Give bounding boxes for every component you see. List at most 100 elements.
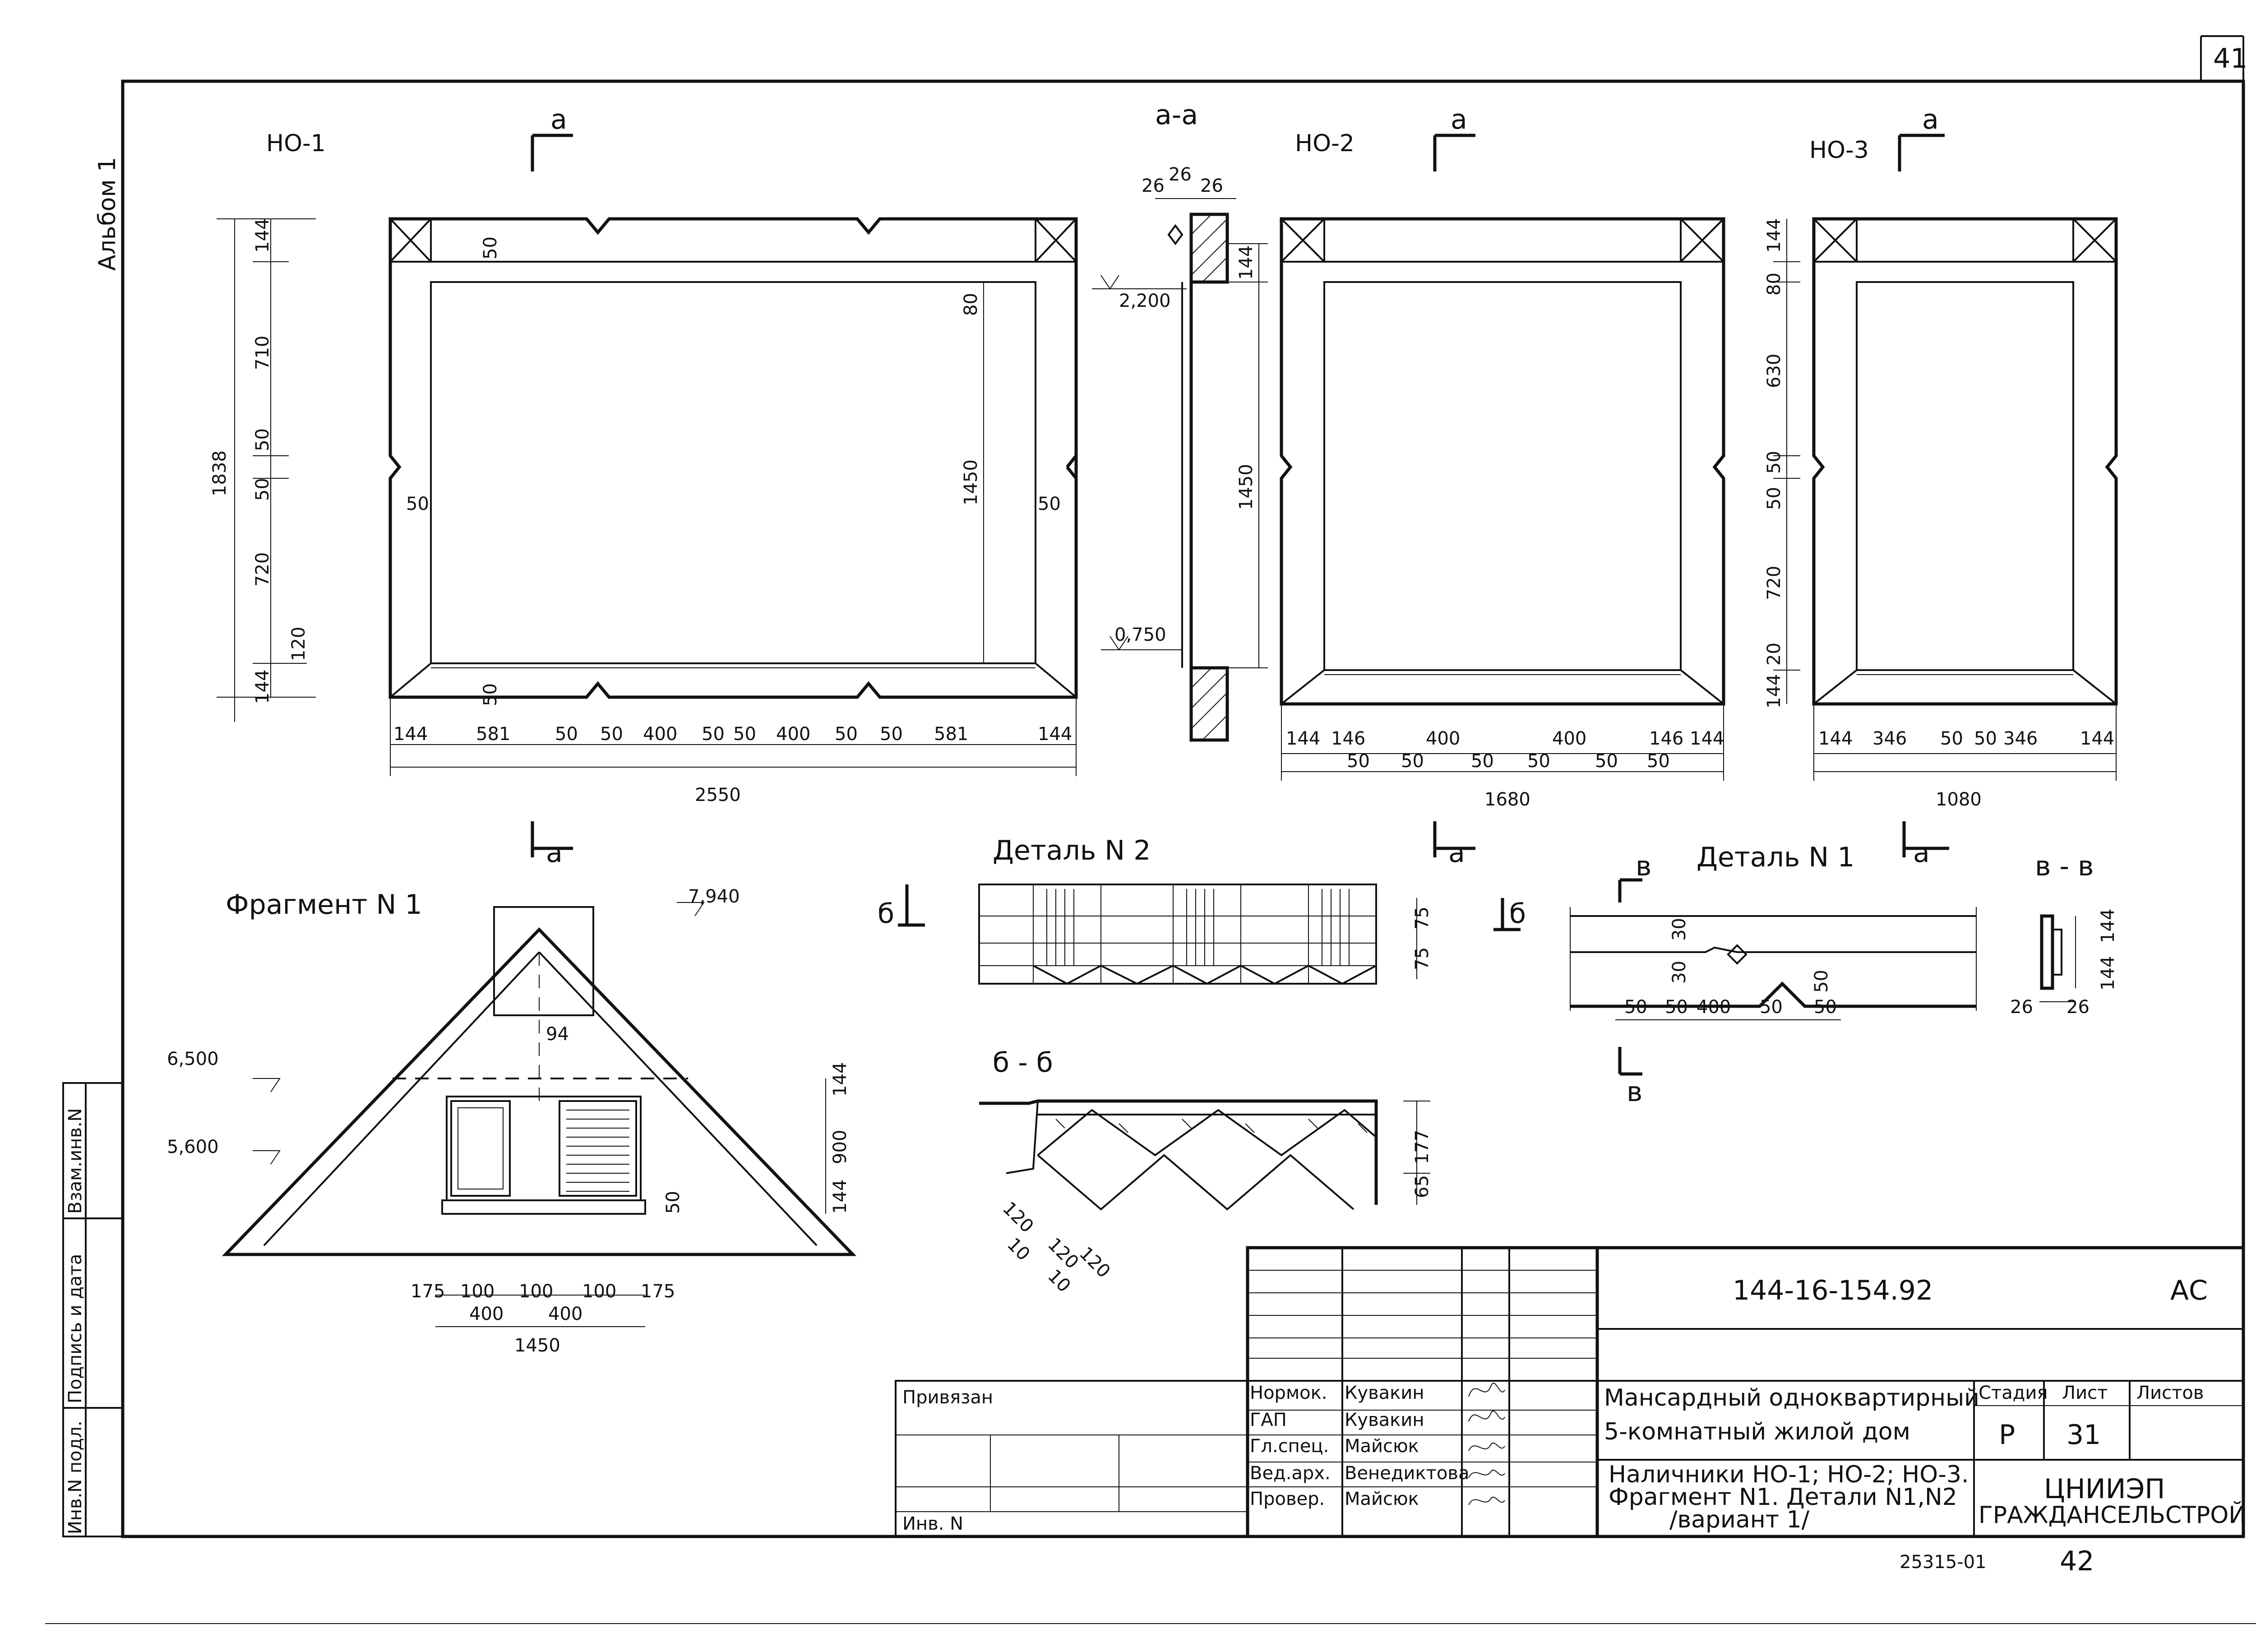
- svg-text:80: 80: [1764, 273, 1784, 296]
- svg-text:1838: 1838: [209, 450, 230, 496]
- no1-vertical-dims: 144 710 50 50 720 120 144 1838 80 1450: [209, 218, 981, 704]
- fragment1-dim-94: 94: [546, 1024, 569, 1045]
- role-name: Майсюк: [1345, 1489, 1419, 1509]
- bottom-code: 25315-01: [1900, 1552, 1987, 1573]
- svg-text:50: 50: [1764, 451, 1784, 474]
- section-aa-level-2200: 2,200: [1119, 291, 1171, 311]
- svg-text:50: 50: [835, 724, 858, 745]
- section-vv-drawing: [2039, 914, 2076, 1002]
- svg-text:146: 146: [1649, 728, 1683, 749]
- stamp-inv-podl: Инв.N подл.: [65, 1421, 86, 1534]
- role-name: Кувакин: [1345, 1383, 1424, 1403]
- no1-bottom-dim: 50: [480, 683, 501, 706]
- svg-text:100: 100: [519, 1281, 553, 1302]
- no1-side-dim-right: 50: [1038, 494, 1061, 514]
- svg-text:10: 10: [1003, 1234, 1034, 1265]
- detail1-section-mark-bottom: в: [1627, 1076, 1642, 1108]
- svg-text:144: 144: [1764, 218, 1784, 253]
- svg-text:581: 581: [476, 724, 510, 745]
- svg-text:346: 346: [1872, 728, 1907, 749]
- svg-text:50: 50: [1764, 487, 1784, 510]
- svg-text:144: 144: [393, 724, 428, 745]
- no2-section-mark-bottom: а: [1448, 837, 1465, 869]
- org-line2: ГРАЖДАНСЕЛЬСТРОЙ: [1979, 1501, 2246, 1529]
- casing-no1-drawing: [217, 134, 1078, 857]
- section-vv-title: в - в: [2035, 851, 2094, 882]
- svg-text:710: 710: [252, 336, 273, 370]
- no3-section-mark-top: а: [1922, 104, 1939, 135]
- svg-text:50: 50: [1760, 997, 1783, 1018]
- section-aa-dim-2: 26: [1169, 164, 1192, 185]
- no2-section-mark-top: а: [1451, 104, 1467, 135]
- object-name-line2: 5-комнатный жилой дом: [1604, 1418, 1910, 1445]
- section-vv-dim-144b: 144: [2098, 956, 2118, 990]
- role-label: Вед.арх.: [1250, 1463, 1331, 1484]
- fragment1-level-5600: 5,600: [167, 1137, 219, 1157]
- svg-text:144: 144: [2080, 728, 2114, 749]
- svg-text:144: 144: [830, 1062, 851, 1097]
- sheet-name-line1: Наличники НО-1; НО-2; НО-3.: [1609, 1461, 1969, 1488]
- svg-text:144: 144: [1764, 674, 1784, 708]
- no1-side-dim-left: 50: [406, 494, 429, 514]
- svg-text:50: 50: [555, 724, 578, 745]
- signatures: [1468, 1383, 1505, 1505]
- section-bb-dim-65: 65: [1412, 1175, 1433, 1198]
- svg-text:144: 144: [1690, 728, 1724, 749]
- section-bb-title: б - б: [993, 1047, 1053, 1078]
- detail2-dim-1: 75: [1412, 947, 1433, 970]
- svg-text:50: 50: [1665, 997, 1688, 1018]
- svg-text:20: 20: [1764, 643, 1784, 666]
- sheet-label: Лист: [2062, 1383, 2108, 1403]
- detail1-section-mark-top: в: [1636, 851, 1651, 882]
- no2-title: НО-2: [1295, 130, 1355, 157]
- page-number: 41: [2213, 43, 2247, 74]
- sheets-label: Листов: [2136, 1383, 2204, 1403]
- no3-vertical-dims: 144 80 630 50 50 720 20 144: [1764, 218, 1784, 708]
- role-name: Венедиктова: [1345, 1463, 1469, 1484]
- svg-text:175: 175: [411, 1281, 445, 1302]
- doc-code: 144-16-154.92: [1733, 1275, 1933, 1306]
- svg-text:50: 50: [1811, 970, 1832, 993]
- svg-text:720: 720: [252, 552, 273, 587]
- svg-text:100: 100: [460, 1281, 495, 1302]
- svg-text:50: 50: [880, 724, 903, 745]
- section-vv-dim-144a: 144: [2098, 909, 2118, 943]
- svg-text:720: 720: [1764, 566, 1784, 600]
- svg-text:146: 146: [1331, 728, 1365, 749]
- inv-label: Инв. N: [902, 1513, 963, 1534]
- section-bb-dim-177: 177: [1412, 1130, 1433, 1164]
- stamp-podpis: Подпись и дата: [65, 1254, 86, 1403]
- section-aa-dim-1: 26: [1142, 176, 1165, 196]
- fragment1-bottom-dims: 175 100 400 100 400 100 175: [411, 1281, 675, 1324]
- fragment1-level-6500: 6,500: [167, 1049, 219, 1069]
- role-name: Майсюк: [1345, 1436, 1419, 1457]
- object-name-line1: Мансардный одноквартирный: [1604, 1384, 1979, 1411]
- svg-text:80: 80: [961, 293, 981, 316]
- no2-bottom-dims-low: 50 50 50 50 50 50: [1347, 751, 1670, 772]
- svg-text:50: 50: [663, 1191, 684, 1214]
- role-label: Провер.: [1250, 1489, 1325, 1509]
- left-stamp: [62, 1082, 124, 1537]
- fragment1-right-dims: 144 900 144 50: [663, 1062, 851, 1214]
- sheet-name-line2: Фрагмент N1. Детали N1,N2: [1609, 1484, 1957, 1511]
- casing-no3-drawing: [1773, 134, 2118, 857]
- svg-text:50: 50: [600, 724, 623, 745]
- svg-text:50: 50: [1974, 728, 1997, 749]
- svg-text:50: 50: [702, 724, 725, 745]
- svg-text:50: 50: [252, 478, 273, 501]
- svg-text:120: 120: [1044, 1234, 1083, 1273]
- no2-total: 1680: [1484, 789, 1530, 810]
- role-label: ГАП: [1250, 1410, 1287, 1430]
- sheet-name-line3: /вариант 1/: [1669, 1506, 1810, 1533]
- detail1-dims: 30 30 50 50 50 400 50 50: [1624, 918, 1837, 1018]
- svg-text:50: 50: [1624, 997, 1647, 1018]
- section-aa-dim-144: 144: [1236, 245, 1257, 280]
- svg-text:400: 400: [643, 724, 677, 745]
- svg-text:50: 50: [1647, 751, 1670, 772]
- svg-text:346: 346: [2003, 728, 2038, 749]
- svg-text:175: 175: [641, 1281, 675, 1302]
- detail2-title: Деталь N 2: [993, 835, 1151, 866]
- svg-text:144: 144: [830, 1180, 851, 1214]
- svg-text:581: 581: [934, 724, 968, 745]
